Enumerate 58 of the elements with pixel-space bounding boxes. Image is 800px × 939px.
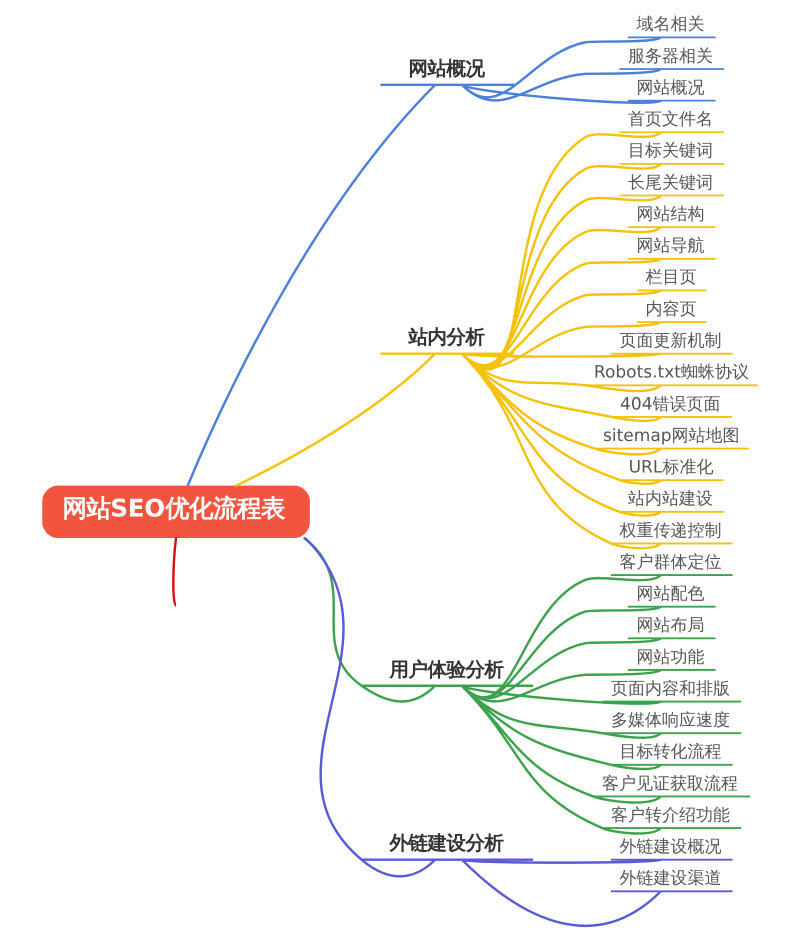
- node-text: 网站配色: [636, 584, 704, 604]
- node-text: 外链建设分析: [389, 832, 504, 855]
- node-text: 权重传递控制: [618, 520, 721, 541]
- connector: [460, 352, 661, 485]
- connector: [460, 226, 661, 367]
- node-text: 长尾关键词: [627, 172, 712, 193]
- connector: [460, 68, 661, 102]
- connector: [460, 684, 662, 835]
- node-box: 网站SEO优化流程表: [42, 486, 310, 538]
- node-text: 客户转介绍功能: [610, 805, 730, 826]
- node-text: URL标准化: [628, 458, 713, 478]
- node-text: 404错误页面: [620, 394, 720, 414]
- node-text: 域名相关: [636, 14, 704, 35]
- connector: [303, 536, 436, 878]
- node-text: 首页文件名: [627, 110, 712, 130]
- connector: [460, 858, 662, 927]
- node-text: Robots.txt蜘蛛协议: [593, 362, 748, 383]
- connector: [460, 84, 661, 104]
- node-text: 网站概况: [636, 78, 704, 98]
- connector: [460, 320, 661, 368]
- connector: [460, 352, 661, 517]
- node-text: 页面内容和排版: [610, 678, 730, 699]
- connector: [234, 352, 436, 488]
- node-text: 用户体验分析: [389, 658, 504, 681]
- connector: [460, 684, 662, 804]
- node-text: 网站布局: [636, 616, 704, 636]
- connector: [460, 194, 661, 368]
- connector: [460, 684, 662, 739]
- node-text: 站内站建设: [627, 489, 712, 510]
- connector: [460, 258, 661, 366]
- node-text: 网站功能: [636, 647, 704, 668]
- node-text: 站内分析: [408, 326, 484, 349]
- node-text: 多媒体响应速度: [610, 710, 730, 731]
- node-text: 网站概况: [408, 56, 484, 80]
- connector: [460, 352, 662, 422]
- node-text: 外链建设概况: [618, 837, 721, 858]
- connector: [172, 537, 177, 606]
- node-text: 客户见证获取流程: [601, 774, 738, 794]
- node-text: 目标关键词: [627, 141, 712, 162]
- connector: [460, 352, 662, 456]
- connector: [460, 684, 662, 770]
- node-text: 网站结构: [636, 204, 704, 224]
- connector: [186, 84, 436, 486]
- node-text: 网站导航: [636, 236, 704, 256]
- node-text: 目标转化流程: [618, 742, 721, 762]
- node-text: 服务器相关: [627, 46, 712, 66]
- node-text: 页面更新机制: [618, 330, 721, 351]
- node-text: 客户群体定位: [618, 552, 721, 572]
- connector: [302, 536, 436, 703]
- connector: [460, 684, 661, 705]
- node-text: 外链建设渠道: [618, 868, 721, 889]
- node-text: sitemap网站地图: [602, 426, 740, 446]
- connector: [460, 352, 662, 392]
- node-text: 内容页: [645, 299, 696, 320]
- node-text: 栏目页: [645, 268, 696, 288]
- connector: [460, 289, 661, 366]
- connector: [461, 352, 661, 358]
- connector: [460, 352, 662, 550]
